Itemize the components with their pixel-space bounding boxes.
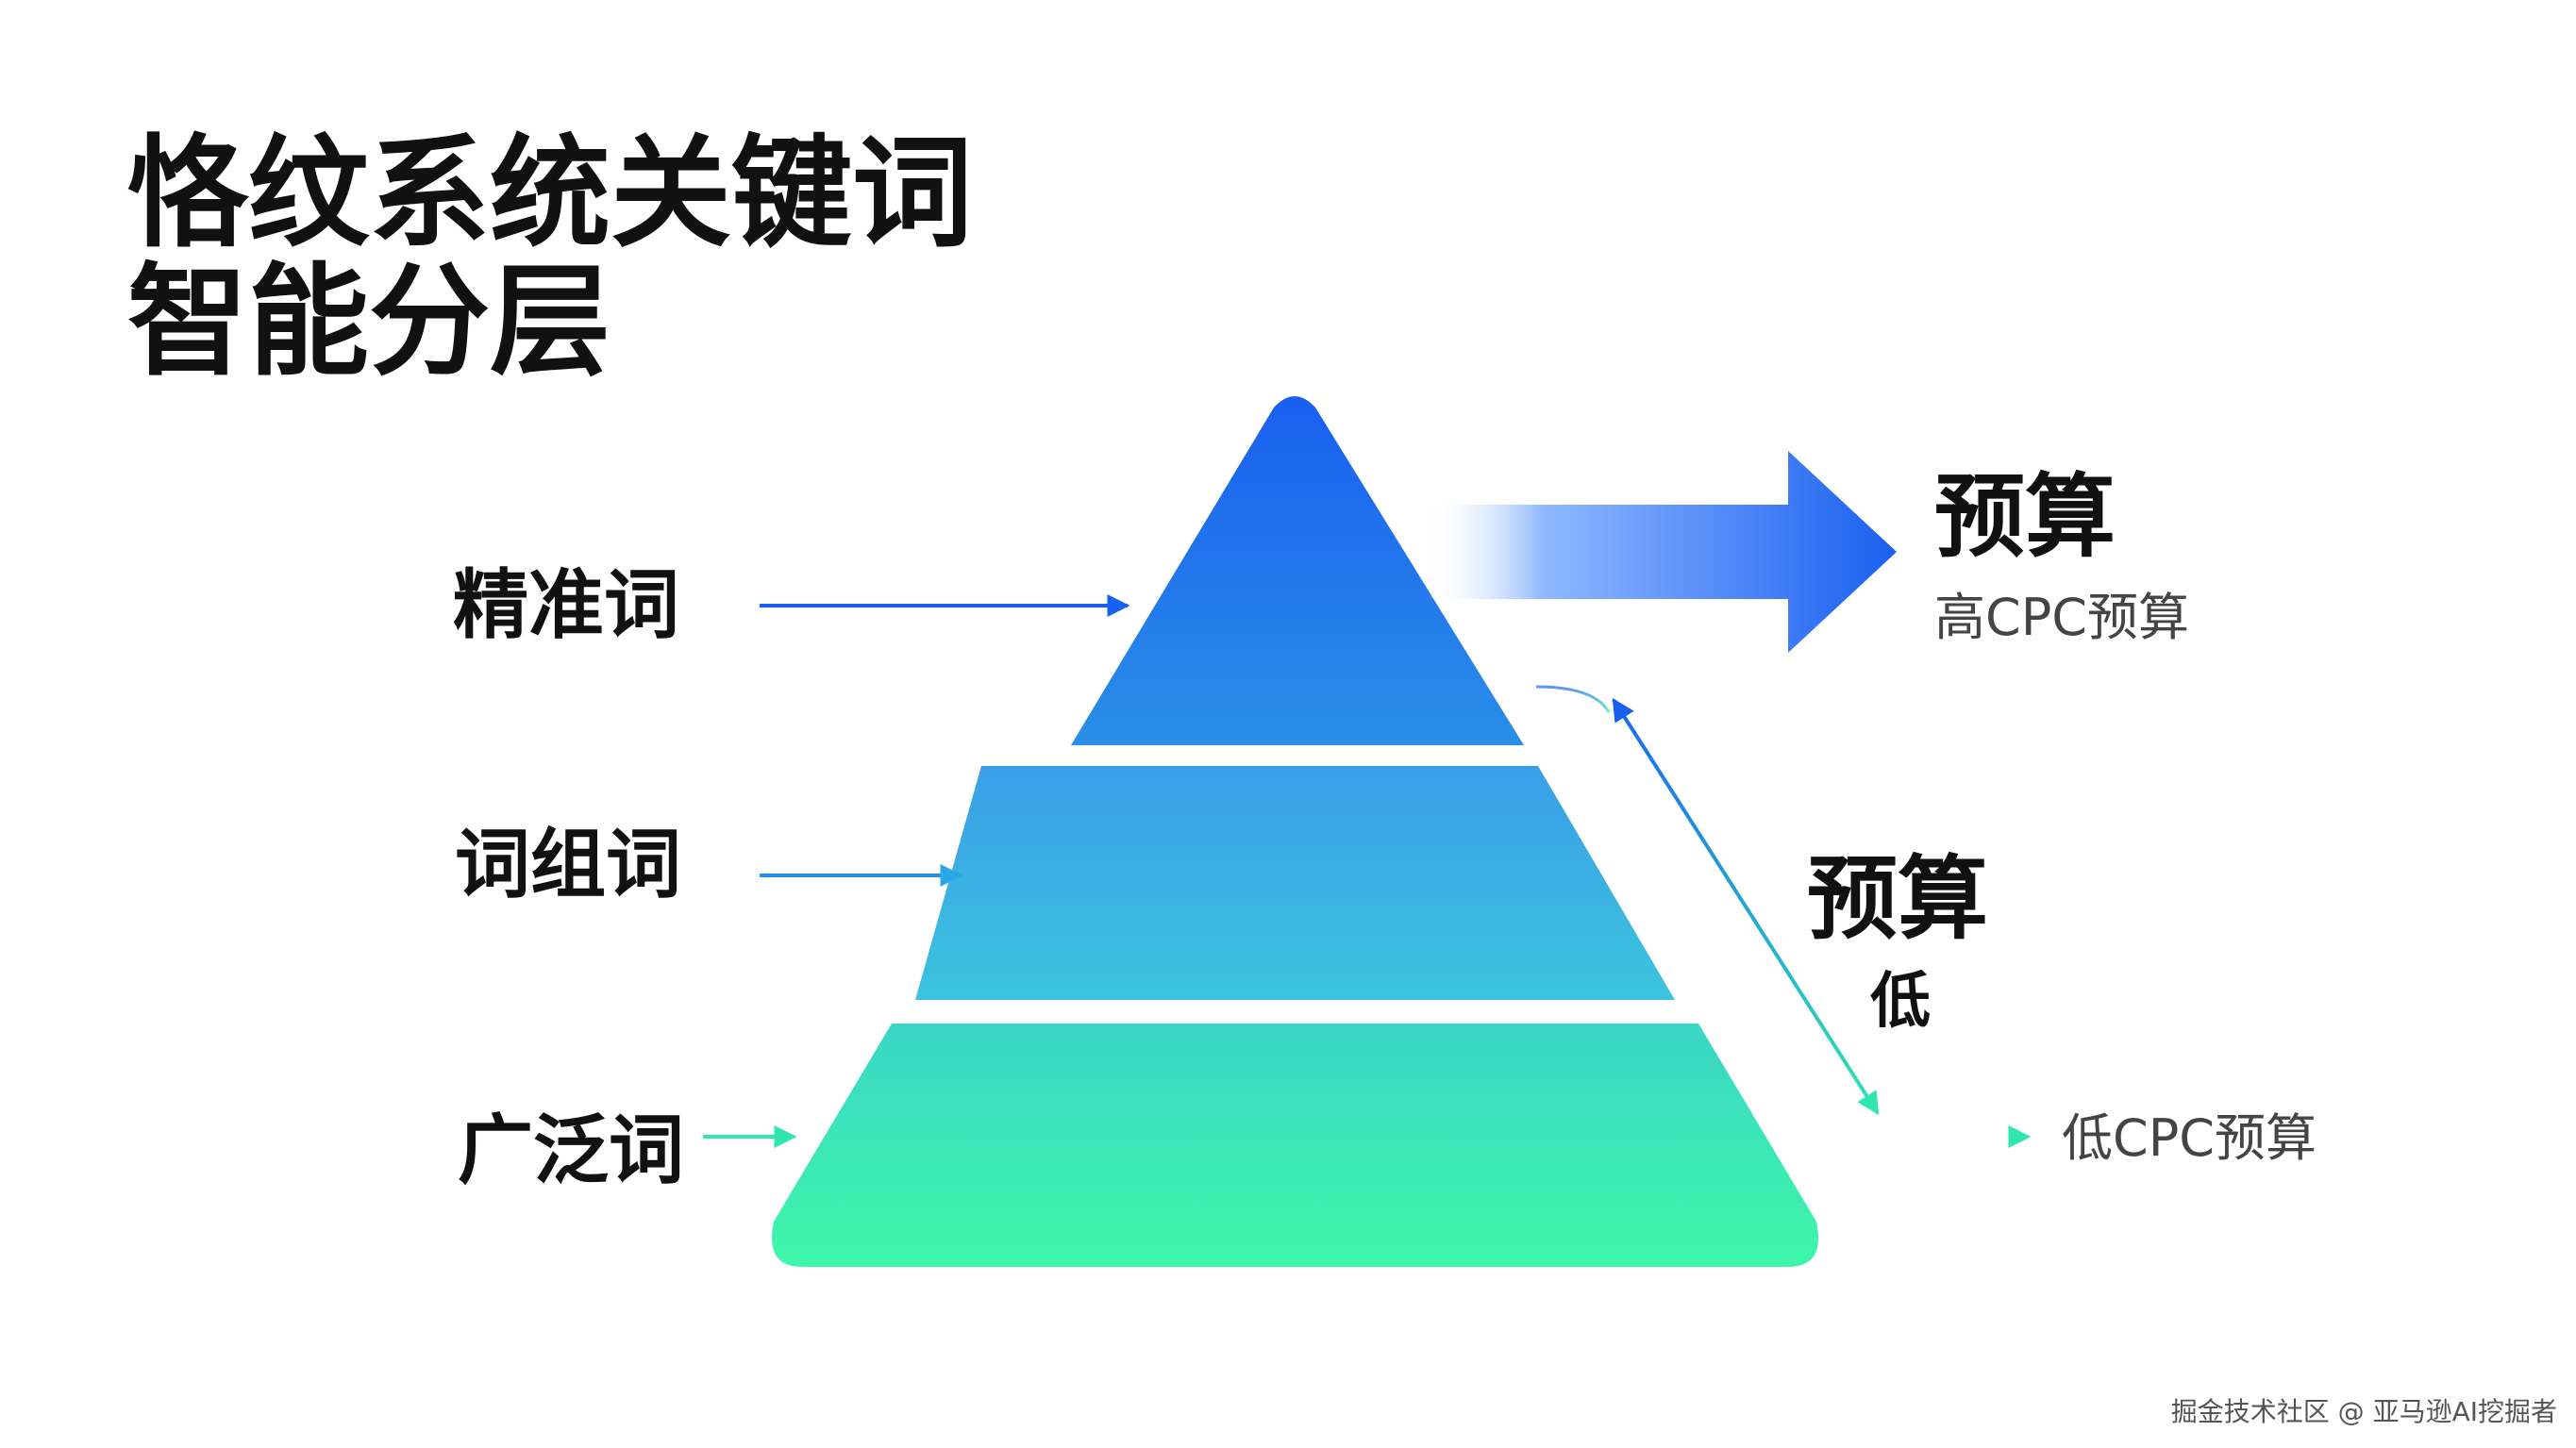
watermark: 掘金技术社区 @ 亚马逊AI挖掘者 bbox=[2170, 1396, 2557, 1427]
mid-budget-low: 低 bbox=[1870, 967, 1931, 1037]
page-title-line-2: 智能分层 bbox=[127, 252, 611, 392]
high-budget-sub: 高CPC预算 bbox=[1934, 588, 2189, 647]
pyramid-middle-tier bbox=[915, 766, 1675, 1000]
label-precise-keyword: 精准词 bbox=[453, 561, 679, 649]
pyramid-bottom-tier bbox=[772, 1024, 1818, 1267]
label-phrase-keyword: 词组词 bbox=[455, 821, 681, 908]
page-title-line-1: 恪纹系统关键词 bbox=[127, 124, 974, 264]
label-broad-keyword: 广泛词 bbox=[458, 1107, 684, 1194]
high-budget-arrow bbox=[1425, 451, 1897, 653]
pyramid-top-tier bbox=[1071, 396, 1524, 745]
budget-range-diagonal bbox=[1612, 697, 1880, 1116]
high-budget-heading: 预算 bbox=[1934, 464, 2116, 570]
budget-range-arrow bbox=[1535, 685, 1611, 713]
low-budget-sub: 低CPC预算 bbox=[2062, 1108, 2317, 1168]
mid-budget-heading: 预算 bbox=[1807, 846, 1988, 952]
